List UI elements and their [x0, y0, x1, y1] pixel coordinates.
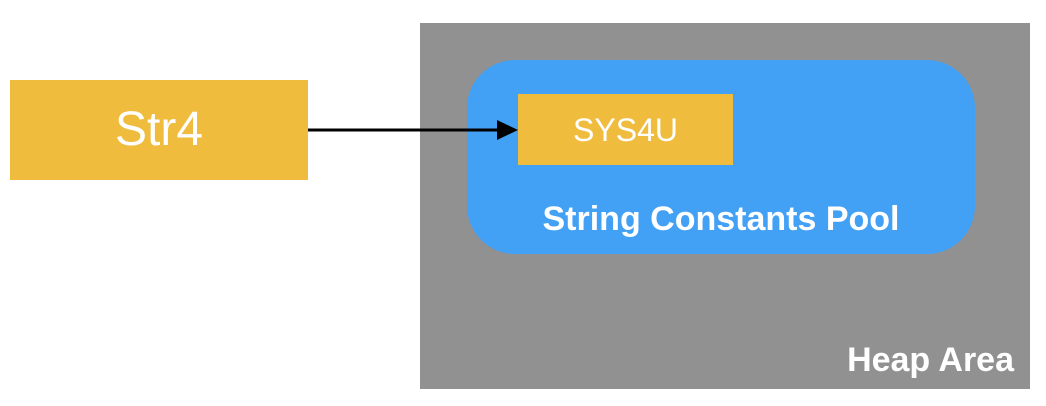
variable-label: Str4 — [114, 103, 204, 156]
string-pool-label: String Constants Pool — [542, 200, 900, 238]
heap-area: SYS4U String Constants Pool Heap Area — [420, 23, 1030, 389]
string-constants-pool: SYS4U String Constants Pool — [467, 60, 975, 254]
heap-area-label: Heap Area — [847, 341, 1014, 379]
variable-str4-box: Str4 — [10, 80, 308, 180]
string-literal-box: SYS4U — [518, 94, 733, 165]
string-literal-value: SYS4U — [573, 111, 678, 148]
